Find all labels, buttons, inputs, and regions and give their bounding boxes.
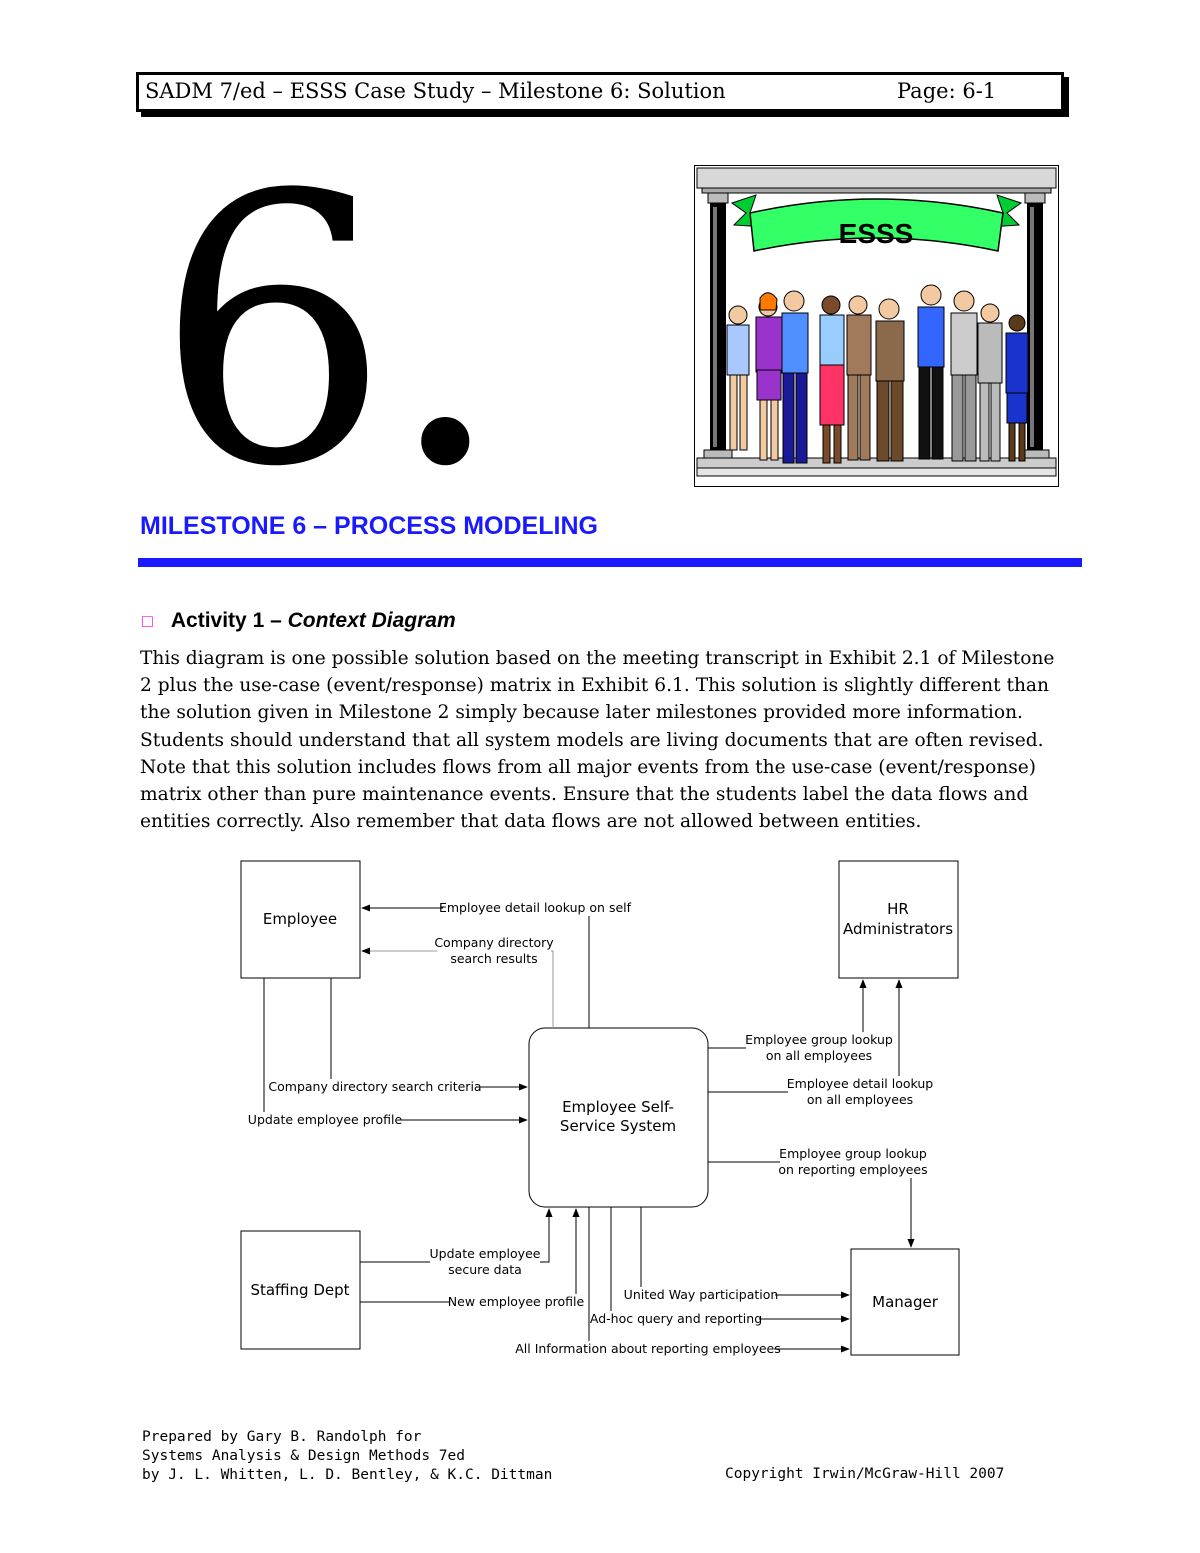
flow-label-group-rep-2: on reporting employees bbox=[778, 1162, 927, 1177]
footer-line: Prepared by Gary B. Randolph for bbox=[142, 1428, 552, 1447]
entity-staffing-label: Staffing Dept bbox=[250, 1281, 349, 1299]
paragraph-line: This diagram is one possible solution ba… bbox=[140, 645, 1070, 672]
flow-label-united-way: United Way participation bbox=[624, 1287, 779, 1302]
paragraph-line: Note that this solution includes flows f… bbox=[140, 754, 1070, 781]
flow-label-secure-1: Update employee bbox=[430, 1246, 541, 1261]
milestone-heading: MILESTONE 6 – PROCESS MODELING bbox=[140, 512, 598, 541]
activity-heading: □ Activity 1 – Context Diagram bbox=[142, 609, 456, 633]
flow-label-new-profile: New employee profile bbox=[448, 1294, 585, 1309]
entity-manager-label: Manager bbox=[872, 1293, 939, 1311]
paragraph-line: Students should understand that all syst… bbox=[140, 727, 1070, 754]
paragraph-line: matrix other than pure maintenance event… bbox=[140, 781, 1070, 808]
flow-label-group-all-2: on all employees bbox=[766, 1048, 872, 1063]
banner-text: ESSS bbox=[839, 218, 914, 249]
paragraph-line: entities correctly. Also remember that d… bbox=[140, 808, 1070, 835]
flow-line-united-way bbox=[641, 1207, 849, 1295]
flow-line-all-info bbox=[589, 1207, 849, 1349]
flow-line-update-profile bbox=[264, 978, 527, 1120]
flow-label-update-profile: Update employee profile bbox=[248, 1112, 403, 1127]
heading-divider bbox=[138, 558, 1082, 567]
flow-label-detail-all-1: Employee detail lookup bbox=[787, 1076, 934, 1091]
chapter-number: 6. bbox=[155, 148, 500, 518]
footer-line: by J. L. Whitten, L. D. Bentley, & K.C. … bbox=[142, 1466, 552, 1485]
esss-team-illustration: ESSS bbox=[694, 165, 1059, 488]
flow-label-detail-all-2: on all employees bbox=[807, 1092, 913, 1107]
entity-employee-label: Employee bbox=[263, 910, 337, 928]
footer-copyright: Copyright Irwin/McGraw-Hill 2007 bbox=[725, 1466, 1004, 1482]
flow-label-dir-results-1: Company directory bbox=[434, 935, 554, 950]
flow-label-group-rep-1: Employee group lookup bbox=[779, 1146, 927, 1161]
flow-line-employee-detail-self bbox=[362, 908, 589, 1028]
activity-bullet-icon: □ bbox=[142, 611, 153, 631]
header-page-number: Page: 6-1 bbox=[897, 79, 996, 103]
page-header: SADM 7/ed – ESSS Case Study – Milestone … bbox=[136, 72, 1064, 112]
context-diagram: Employee HR Administrators Staffing Dept… bbox=[230, 855, 970, 1365]
paragraph-line: the solution given in Milestone 2 simply… bbox=[140, 699, 1070, 726]
flow-line-directory-criteria bbox=[331, 978, 527, 1087]
flow-label-all-info: All Information about reporting employee… bbox=[515, 1341, 781, 1356]
activity-label: Activity 1 – bbox=[171, 609, 288, 632]
flow-label-adhoc: Ad-hoc query and reporting bbox=[590, 1311, 762, 1326]
entity-hr-label-line2: Administrators bbox=[843, 920, 953, 938]
flow-label-dir-results-2: search results bbox=[450, 951, 537, 966]
header-title: SADM 7/ed – ESSS Case Study – Milestone … bbox=[145, 79, 726, 103]
process-label-line1: Employee Self- bbox=[562, 1098, 674, 1116]
flow-label-secure-2: secure data bbox=[448, 1262, 522, 1277]
footer-line: Systems Analysis & Design Methods 7ed bbox=[142, 1447, 552, 1466]
flow-label-group-all-1: Employee group lookup bbox=[745, 1032, 893, 1047]
body-paragraph: This diagram is one possible solution ba… bbox=[140, 645, 1070, 835]
flow-label-employee-detail-self: Employee detail lookup on self bbox=[439, 900, 632, 915]
paragraph-line: 2 plus the use-case (event/response) mat… bbox=[140, 672, 1070, 699]
flow-label-dir-criteria: Company directory search criteria bbox=[268, 1079, 481, 1094]
process-label-line2: Service System bbox=[560, 1117, 676, 1135]
footer-credits: Prepared by Gary B. Randolph for Systems… bbox=[142, 1428, 552, 1485]
activity-italic-label: Context Diagram bbox=[288, 609, 456, 632]
entity-hr-label-line1: HR bbox=[887, 900, 909, 918]
